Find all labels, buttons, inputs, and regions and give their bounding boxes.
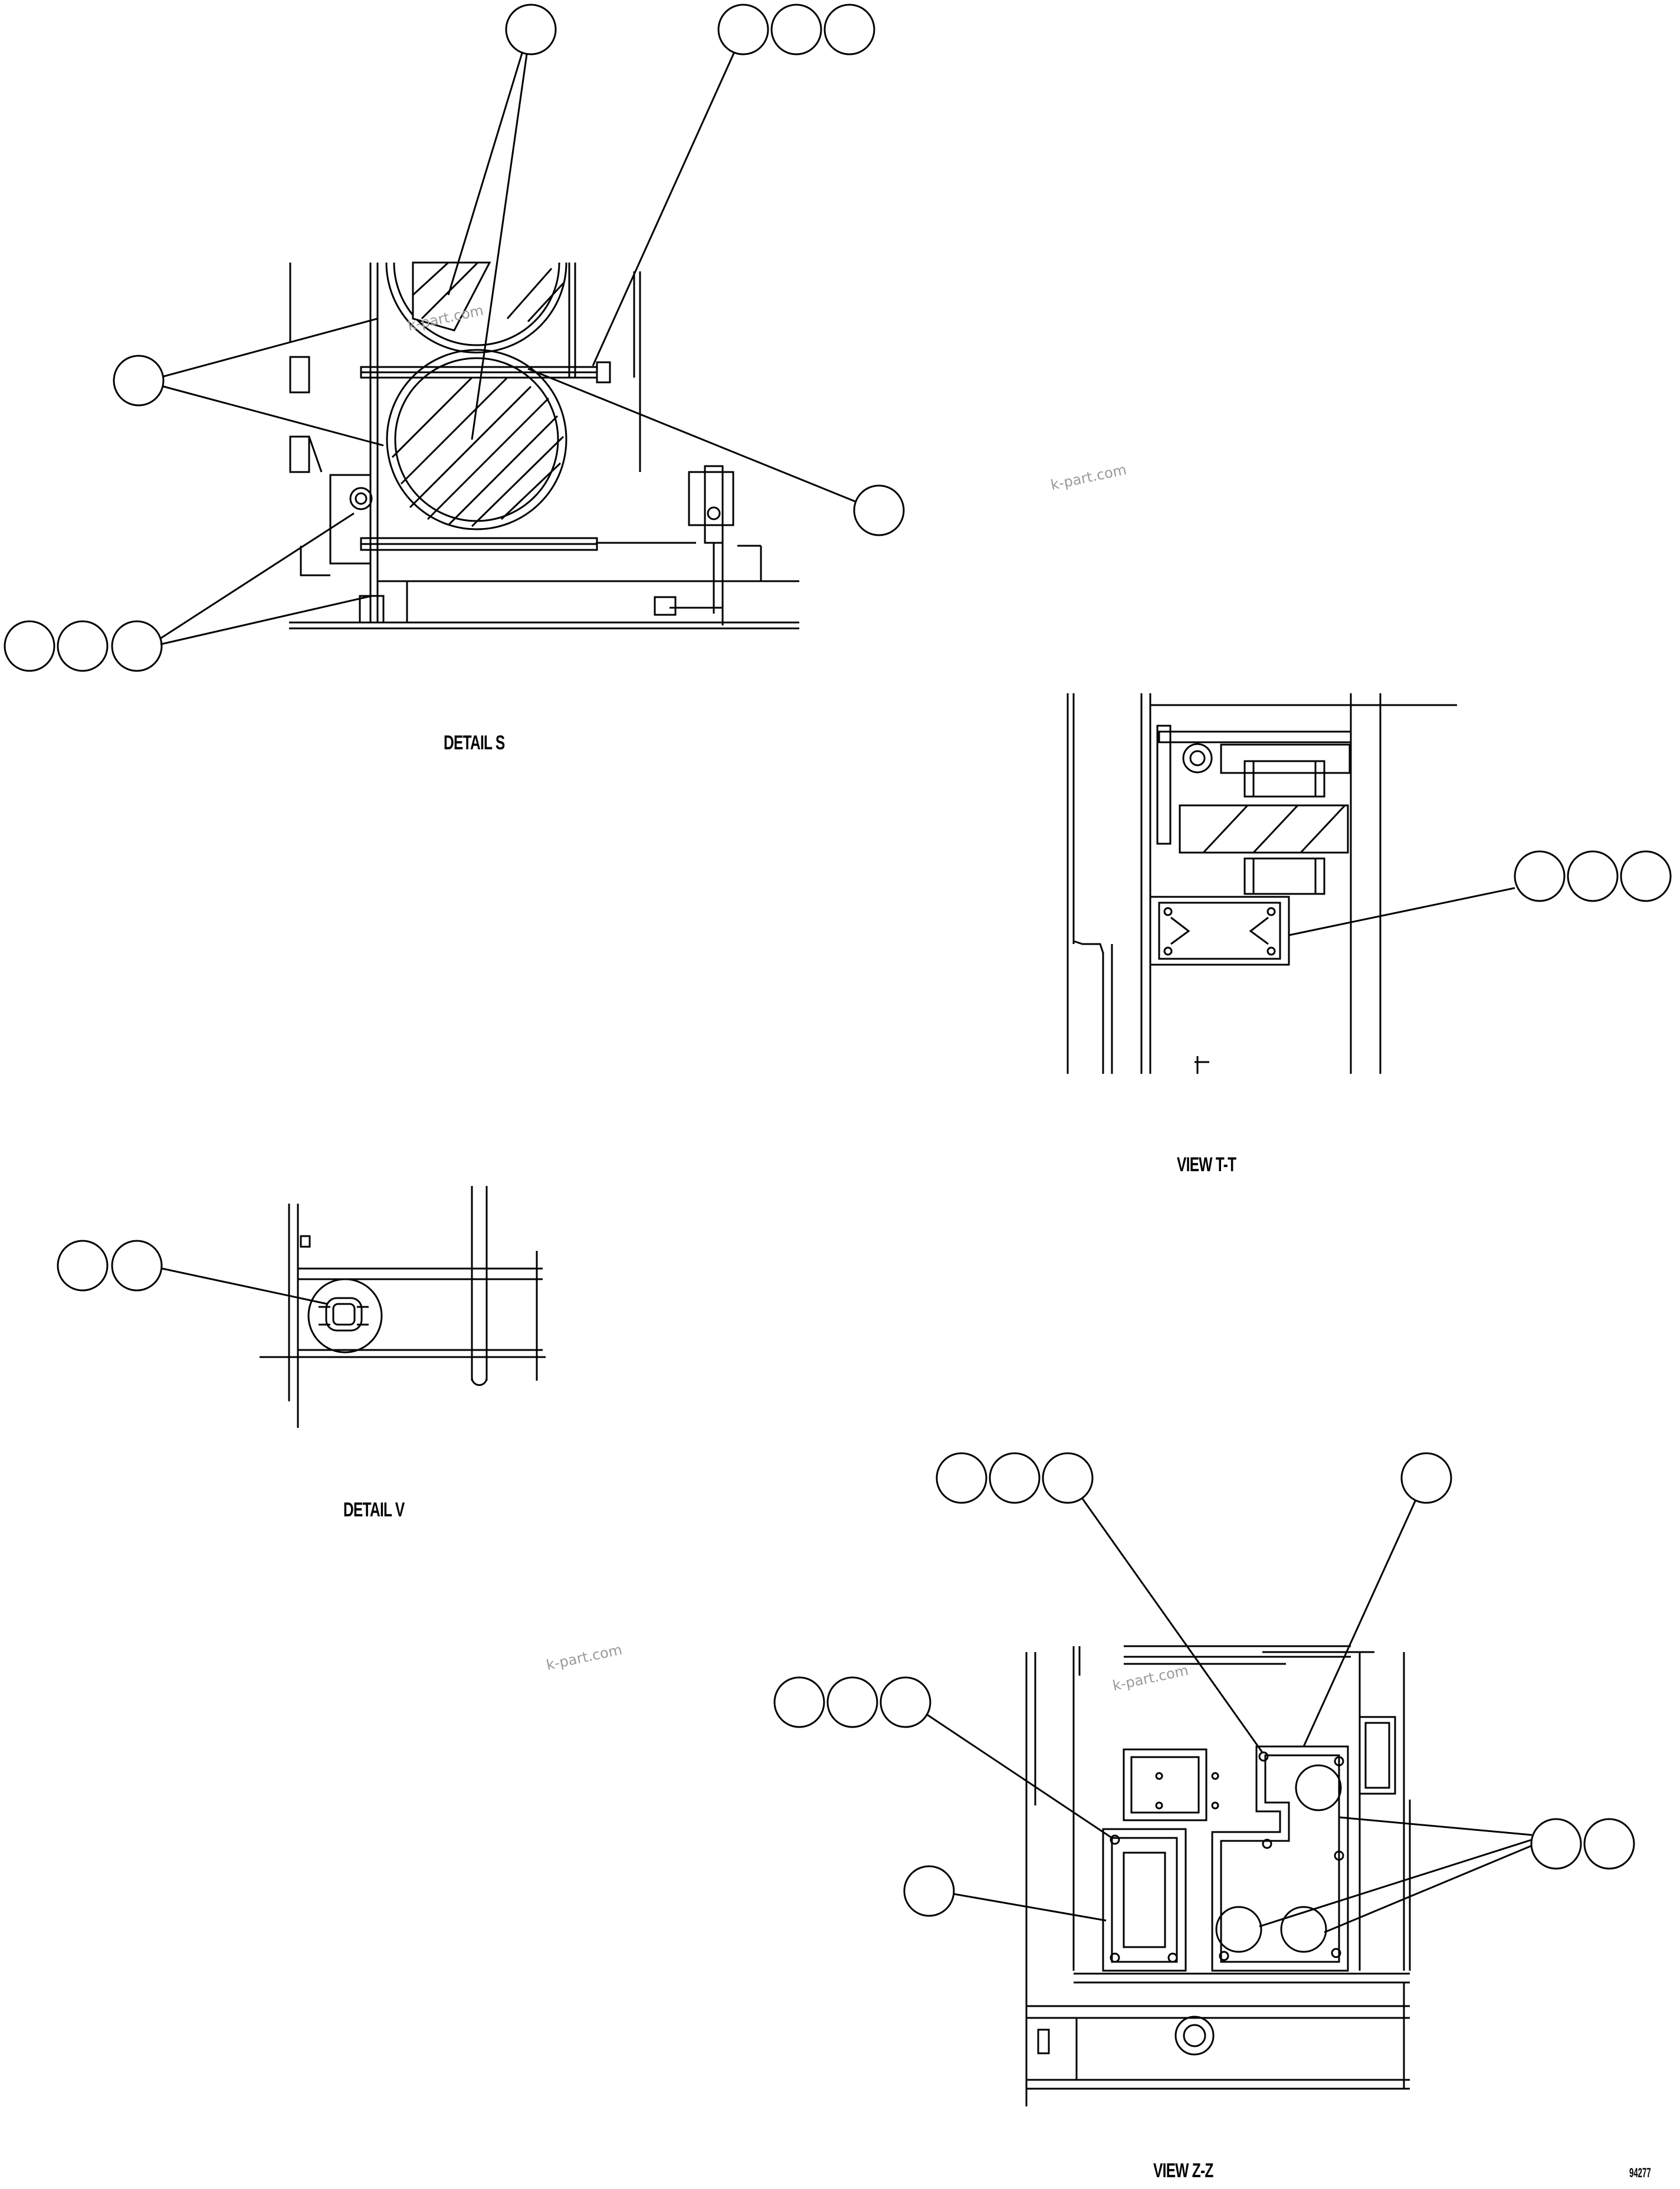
view-t-t-leaders (1289, 888, 1515, 935)
detail-s-drawing (289, 261, 799, 628)
view-z-z-balloons (775, 1453, 1634, 1916)
detail-v-balloons (58, 1241, 162, 1290)
caption-view-z-z: VIEW Z-Z (1153, 2159, 1213, 2182)
sheet-number: 94277 (1629, 2165, 1651, 2180)
caption-detail-s: DETAIL S (444, 732, 505, 754)
view-t-t-balloons (1515, 851, 1671, 901)
detail-v-leaders (162, 1269, 327, 1304)
view-z-z-leaders (926, 1499, 1532, 1932)
caption-detail-v: DETAIL V (343, 1499, 405, 1521)
detail-v-drawing (260, 1186, 546, 1428)
view-z-z-drawing (1026, 1646, 1410, 2106)
detail-s-leaders (160, 52, 855, 644)
view-t-t-drawing (1068, 693, 1457, 1074)
caption-view-t-t: VIEW T-T (1177, 1154, 1236, 1176)
detail-s-balloons (5, 5, 904, 671)
